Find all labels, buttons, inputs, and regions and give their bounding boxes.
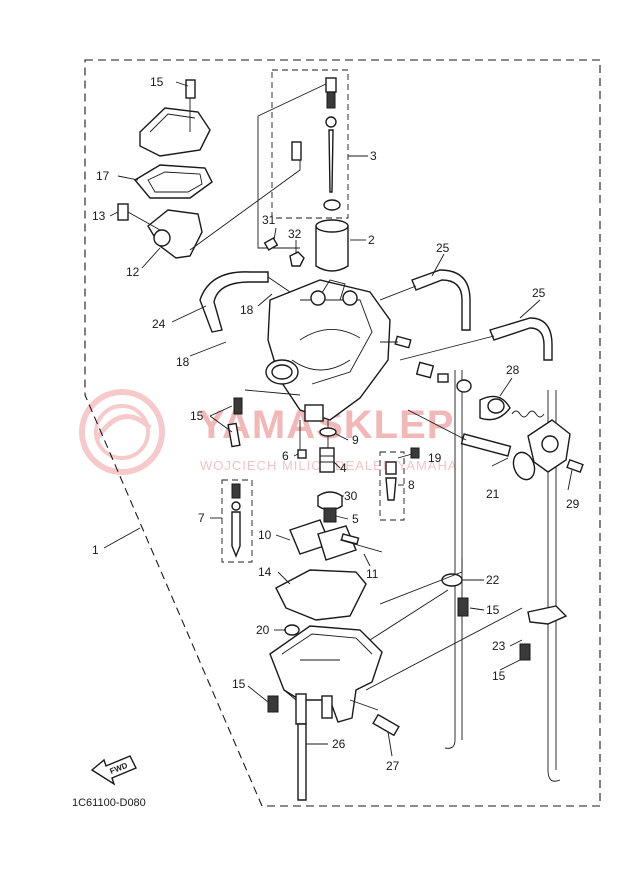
small-screws xyxy=(263,237,305,267)
callout-25-b: 25 xyxy=(532,286,546,300)
callout-28: 28 xyxy=(506,363,520,377)
leader-lines xyxy=(103,81,573,757)
callout-15-c: 15 xyxy=(492,669,506,683)
callout-9: 9 xyxy=(352,433,359,447)
callout-23: 23 xyxy=(492,639,506,653)
watermark: YAMASKLEP WOJCIECH MILICZ DEALER YAMAHA xyxy=(79,389,457,475)
assembly-boundary xyxy=(84,59,601,807)
fwd-arrow-icon: FWD xyxy=(90,755,137,786)
callout-21: 21 xyxy=(486,487,500,501)
callout-15: 15 xyxy=(150,75,164,89)
float-bowl xyxy=(267,624,383,725)
carburetor-body xyxy=(244,279,391,450)
callout-26: 26 xyxy=(332,737,346,751)
callout-6: 6 xyxy=(282,449,289,463)
drain-parts xyxy=(297,699,400,801)
callout-20: 20 xyxy=(256,623,270,637)
vent-hoses xyxy=(199,269,561,782)
callout-18-a: 18 xyxy=(240,303,254,317)
watermark-logo-icon xyxy=(79,389,165,475)
callout-15-d: 15 xyxy=(232,677,246,691)
callout-19: 19 xyxy=(428,451,442,465)
callout-29: 29 xyxy=(566,497,580,511)
piston-valve xyxy=(315,219,349,272)
callout-7: 7 xyxy=(198,511,205,525)
callout-4: 4 xyxy=(340,461,347,475)
callout-24: 24 xyxy=(152,317,166,331)
callout-31: 31 xyxy=(262,213,276,227)
diagram-code: 1C61100-D080 xyxy=(72,797,146,809)
callout-8: 8 xyxy=(408,478,415,492)
callout-11: 11 xyxy=(366,567,379,581)
adjust-screws xyxy=(227,397,243,558)
callout-3: 3 xyxy=(370,149,377,163)
jet-kit-box xyxy=(379,451,405,521)
callout-2: 2 xyxy=(368,233,375,247)
right-lower-parts xyxy=(365,558,568,691)
top-cover xyxy=(133,79,213,199)
callout-25-a: 25 xyxy=(436,241,450,255)
needle-kit-box xyxy=(271,69,349,219)
callout-1: 1 xyxy=(92,543,99,557)
callout-27: 27 xyxy=(386,759,400,773)
callout-18-b: 18 xyxy=(176,355,190,369)
float xyxy=(289,519,383,561)
jet-needle xyxy=(257,77,341,249)
callout-10: 10 xyxy=(258,528,272,542)
callout-numbers: 15 17 13 12 3 2 31 32 25 25 24 18 18 28 … xyxy=(92,75,580,773)
float-bowl-gasket xyxy=(275,569,367,621)
callout-32: 32 xyxy=(288,227,302,241)
pilot-screw-kit-box xyxy=(221,479,253,563)
callout-14: 14 xyxy=(258,565,272,579)
callout-16: 17 xyxy=(96,169,110,183)
callout-12: 12 xyxy=(126,265,140,279)
starter-assembly xyxy=(380,335,584,481)
callout-5: 5 xyxy=(352,512,359,526)
throttle-lever xyxy=(117,141,302,259)
callout-30: 30 xyxy=(344,489,358,503)
callout-15-b: 15 xyxy=(486,603,500,617)
jets xyxy=(297,427,420,523)
callout-17: 15 xyxy=(190,409,204,423)
callout-13: 13 xyxy=(92,209,106,223)
callout-22: 22 xyxy=(486,573,500,587)
